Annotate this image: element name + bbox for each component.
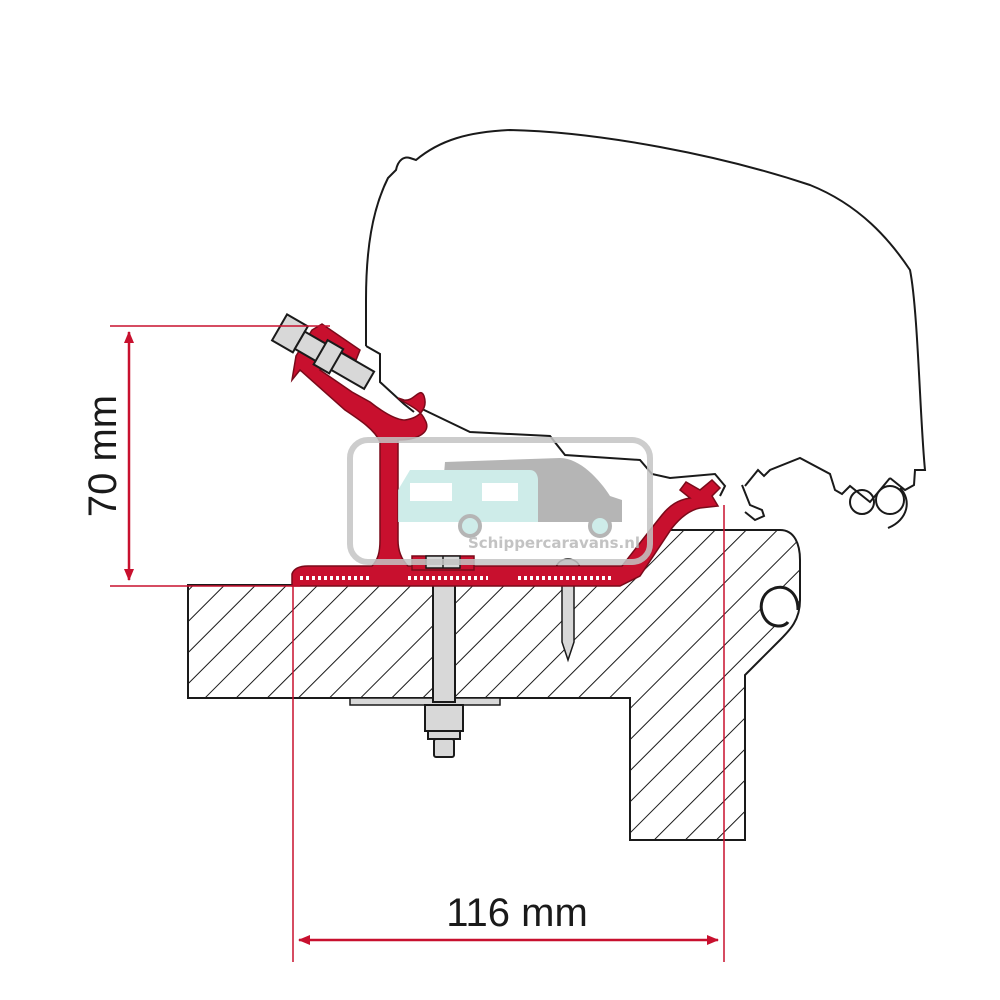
roof-rail-keder xyxy=(759,585,800,628)
through-bolt xyxy=(349,569,501,758)
watermark: Schippercaravans.nl xyxy=(347,437,653,565)
width-dimension: 116 mm xyxy=(292,505,725,962)
height-dimension-label: 70 mm xyxy=(81,395,125,517)
clamp-bolt xyxy=(270,313,376,391)
width-dimension-label: 116 mm xyxy=(446,891,588,935)
height-dimension: 70 mm xyxy=(81,325,330,587)
awning-cassette xyxy=(365,128,927,529)
roof-section xyxy=(187,529,801,841)
watermark-text: Schippercaravans.nl xyxy=(468,534,640,552)
